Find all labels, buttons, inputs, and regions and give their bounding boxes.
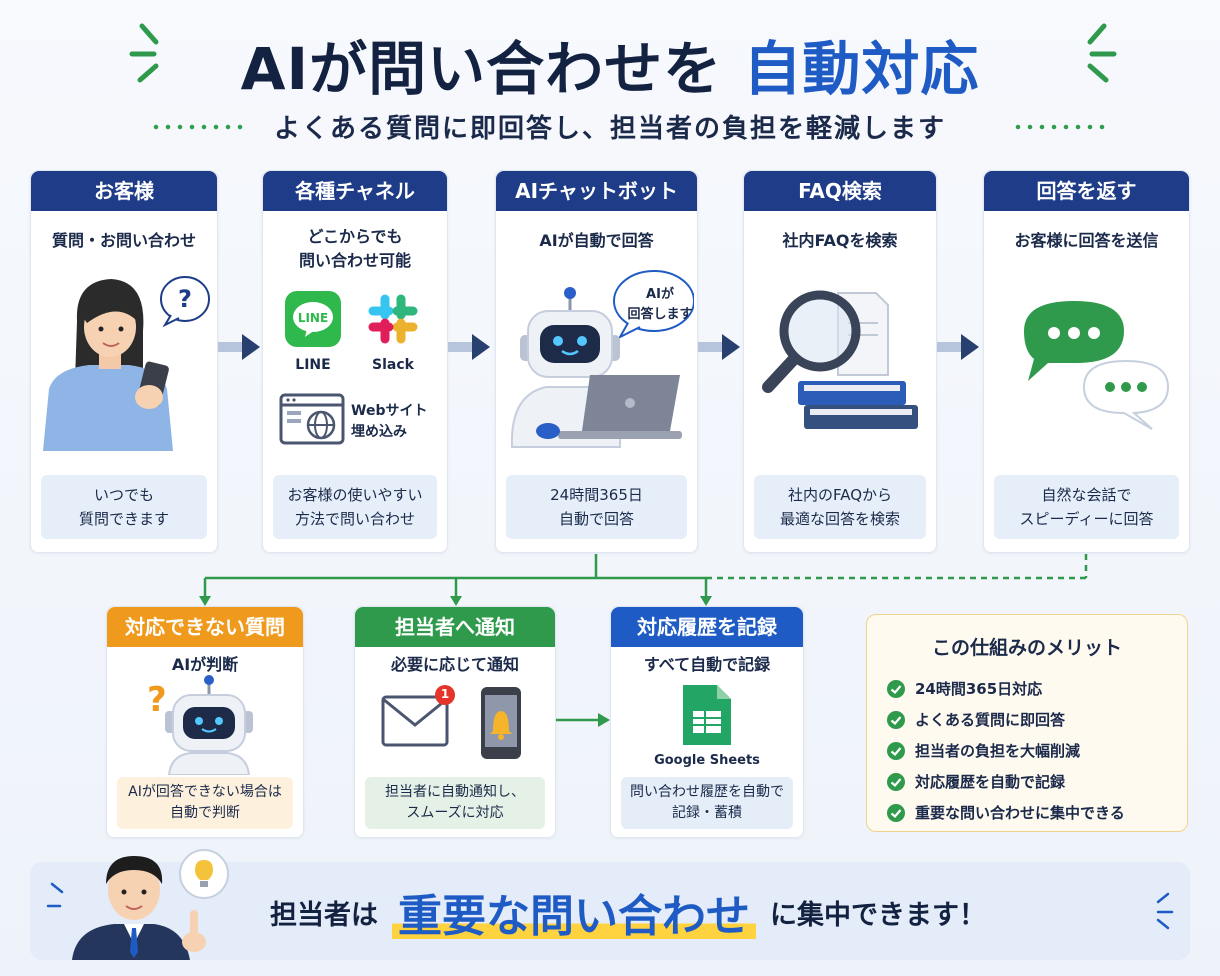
banner-message: 担当者は 重要な問い合わせ に集中できます！ — [270, 880, 986, 944]
check-icon — [887, 679, 905, 698]
merit-item: よくある質問に即回答 — [887, 704, 1125, 735]
bottom-banner: 担当者は 重要な問い合わせ に集中できます！ — [30, 849, 1190, 960]
faq-search-magnifier-icon — [762, 290, 918, 429]
dots-left — [150, 124, 246, 130]
card-head: 対応履歴を記録 — [611, 607, 803, 647]
phone-bell-icon[interactable] — [479, 685, 523, 761]
flow-card-customer: お客様 質問・お問い合わせ ? いつでも質問できます — [30, 170, 218, 553]
google-sheets-label: Google Sheets — [654, 753, 760, 768]
flow-card-reply: 回答を返す お客様に回答を送信 自然な会話でスピーディーに回答 — [983, 170, 1190, 553]
website-label: Webサイト埋め込み — [351, 403, 428, 440]
card-note: 問い合わせ履歴を自動で記録・蓄積 — [621, 777, 793, 829]
card-note: 自然な会話でスピーディーに回答 — [994, 475, 1179, 539]
card-note: AIが回答できない場合は自動で判断 — [117, 777, 293, 829]
mail-notification-icon[interactable] — [381, 683, 455, 749]
flow-arrow-icon — [218, 334, 260, 360]
svg-text:?: ? — [178, 285, 192, 313]
card-note: 担当者に自動通知し、スムーズに対応 — [365, 777, 545, 829]
check-icon — [887, 710, 905, 729]
staff-man-lightbulb-icon — [46, 849, 229, 960]
google-sheets-icon[interactable] — [681, 683, 733, 747]
page-title: AIが問い合わせを 自動対応 — [240, 35, 980, 103]
line-label: LINE — [295, 357, 331, 373]
sparkle-right-icon — [1087, 23, 1117, 83]
slack-app-icon[interactable] — [365, 291, 421, 347]
customer-woman-icon: ? — [43, 276, 210, 451]
flow-arrow-icon — [937, 334, 979, 360]
flow-card-faq: FAQ検索 社内FAQを検索 社内のFAQから最適な回答を検索 — [743, 170, 937, 553]
card-note: 社内のFAQから最適な回答を検索 — [754, 475, 926, 539]
slack-label: Slack — [372, 357, 414, 373]
notify-to-record-arrow — [556, 713, 610, 727]
card-lead: すべて自動で記録 — [643, 655, 771, 674]
chatbot-robot-icon — [510, 270, 694, 448]
merit-title: この仕組みのメリット — [931, 637, 1122, 659]
card-lead: AIが自動で回答 — [539, 231, 654, 250]
robot-question-icon: ? — [147, 675, 253, 775]
sparkle-banner-icon — [1156, 892, 1174, 930]
card-head: 担当者へ通知 — [355, 607, 555, 647]
chatbot-bubble: AIが回答します — [627, 287, 693, 322]
card-note: 24時間365日自動で回答 — [506, 475, 687, 539]
card-head: AIチャットボット — [496, 171, 697, 211]
dots-right — [1012, 124, 1108, 130]
sub-card-notify: 担当者へ通知 必要に応じて通知 1 担当者に自動通知し、スムーズに対応 — [354, 606, 556, 838]
card-lead: 質問・お問い合わせ — [51, 231, 196, 250]
card-head: お客様 — [31, 171, 217, 211]
check-icon — [887, 803, 905, 822]
card-head: FAQ検索 — [744, 171, 936, 211]
card-head: 回答を返す — [984, 171, 1189, 211]
flow-card-chatbot: AIチャットボット AIが自動で回答 AIが回答します 24時間365日自動で回… — [495, 170, 698, 553]
merit-item: 24時間365日対応 — [887, 673, 1125, 704]
card-lead: 必要に応じて通知 — [390, 655, 519, 674]
card-head: 各種チャネル — [263, 171, 447, 211]
flow-arrow-icon — [448, 334, 490, 360]
card-head: 対応できない質問 — [107, 607, 303, 647]
merit-list: 24時間365日対応 よくある質問に即回答 担当者の負担を大幅削減 対応履歴を自… — [887, 673, 1125, 828]
flow-arrow-icon — [698, 334, 740, 360]
line-logo-text: LINE — [298, 311, 328, 325]
chat-reply-bubbles-icon — [1024, 301, 1170, 430]
sparkle-left-icon — [129, 23, 159, 83]
card-lead: どこからでも問い合わせ可能 — [298, 227, 411, 270]
card-lead: お客様に回答を送信 — [1014, 231, 1159, 250]
card-lead: AIが判断 — [171, 655, 239, 674]
merit-box: この仕組みのメリット 24時間365日対応 よくある質問に即回答 担当者の負担を… — [866, 614, 1188, 832]
svg-text:?: ? — [147, 680, 167, 720]
card-note: いつでも質問できます — [41, 475, 207, 539]
page-subtitle: よくある質問に即回答し、担当者の負担を軽減します — [273, 114, 946, 144]
branch-connectors — [199, 554, 1088, 606]
flow-card-channels: 各種チャネル どこからでも問い合わせ可能 LINE LINE Slack — [262, 170, 448, 553]
sub-card-record: 対応履歴を記録 すべて自動で記録 Google Sheets 問い合わせ履歴を自… — [610, 606, 804, 838]
merit-item: 対応履歴を自動で記録 — [887, 766, 1125, 797]
card-lead: 社内FAQを検索 — [782, 231, 898, 250]
check-icon — [887, 772, 905, 791]
website-embed-icon[interactable] — [279, 393, 345, 445]
sub-card-unanswerable: 対応できない質問 AIが判断 ? AIが回答できない場合は自動で判断 — [106, 606, 304, 838]
notification-badge: 1 — [440, 687, 450, 701]
check-icon — [887, 741, 905, 760]
merit-item: 担当者の負担を大幅削減 — [887, 735, 1125, 766]
line-app-icon[interactable]: LINE — [285, 291, 341, 347]
card-note: お客様の使いやすい方法で問い合わせ — [273, 475, 437, 539]
merit-item: 重要な問い合わせに集中できる — [887, 797, 1125, 828]
